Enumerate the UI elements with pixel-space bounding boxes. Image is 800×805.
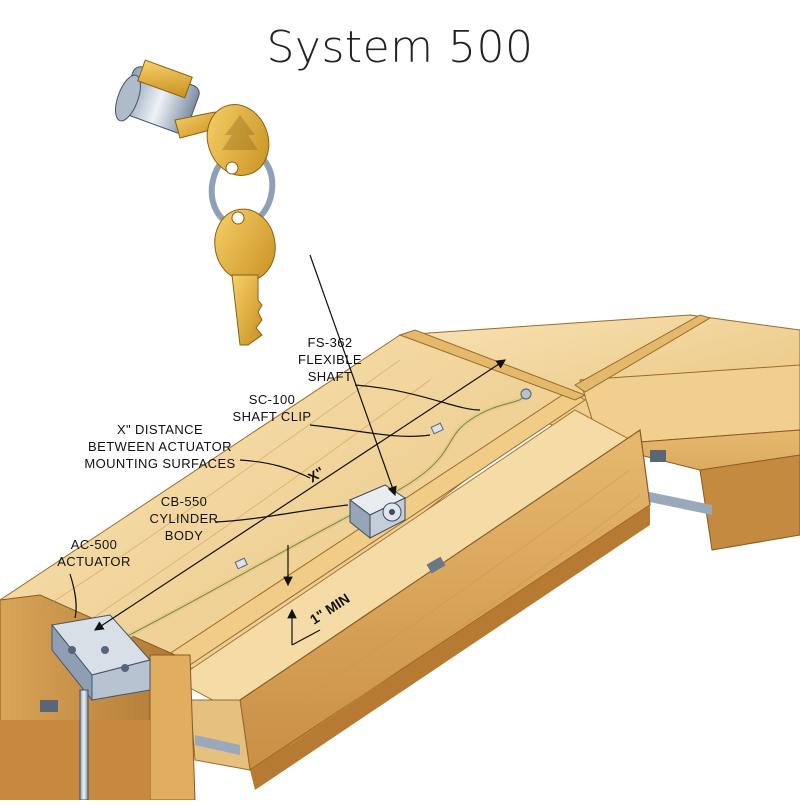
- leader-lines: [69, 254, 507, 646]
- label-sc100: SC-100 SHAFT CLIP: [233, 392, 312, 424]
- label-fs362-line3: SHAFT: [308, 369, 353, 384]
- left-face-frame: [149, 654, 196, 801]
- right-drawer-latch: [650, 450, 666, 462]
- label-cb550-line2: CYLINDER: [150, 511, 219, 526]
- label-ac500: AC-500 ACTUATOR: [57, 537, 131, 569]
- shaft-end-actuator: [520, 388, 532, 400]
- label-fs362-line1: FS-362: [307, 335, 352, 350]
- label-fs362: FS-362 FLEXIBLE SHAFT: [298, 335, 362, 384]
- label-fs362-line2: FLEXIBLE: [298, 352, 362, 367]
- page-title: System 500: [266, 22, 534, 73]
- label-xdist: X" DISTANCE BETWEEN ACTUATOR MOUNTING SU…: [84, 422, 235, 471]
- label-ac500-line2: ACTUATOR: [57, 554, 131, 569]
- label-cb550-line3: BODY: [165, 528, 203, 543]
- left-drawer-front: [0, 720, 150, 800]
- left-drawer-latch: [40, 700, 58, 712]
- label-sc100-line1: SC-100: [249, 392, 295, 407]
- actuator-assembly: [51, 614, 151, 801]
- actuator-rod: [79, 689, 89, 801]
- right-drawer-front: [699, 454, 800, 551]
- label-xdist-line2: BETWEEN ACTUATOR: [88, 439, 232, 454]
- label-cb550-line1: CB-550: [161, 494, 207, 509]
- key-cylinder-illustration: [115, 59, 276, 346]
- label-cb550: CB-550 CYLINDER BODY: [150, 494, 219, 543]
- drawer-front-bottom: [250, 505, 650, 790]
- drawer-slide: [195, 735, 240, 755]
- right-drawer-slide: [640, 490, 712, 515]
- x-dimension-mark: X": [305, 463, 327, 485]
- drawer-side: [189, 699, 251, 771]
- key-head-upper: [206, 104, 270, 176]
- label-ac500-line1: AC-500: [71, 537, 117, 552]
- label-xdist-line3: MOUNTING SURFACES: [84, 456, 235, 471]
- label-sc100-line2: SHAFT CLIP: [233, 409, 312, 424]
- label-xdist-line1: X" DISTANCE: [117, 422, 203, 437]
- key-blade: [231, 274, 263, 346]
- back-rail: [574, 314, 712, 393]
